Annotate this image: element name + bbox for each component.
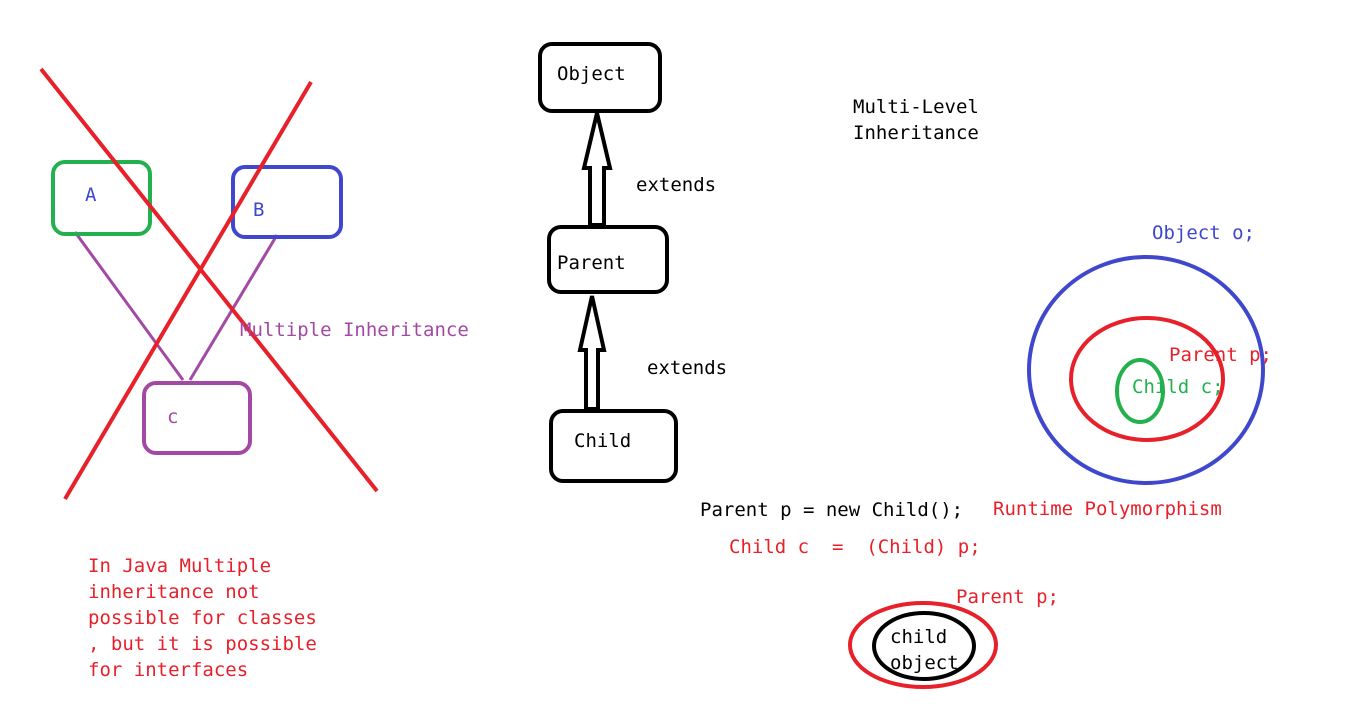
multiple-inheritance-diagram (39, 67, 379, 501)
child-object-label: child object (890, 624, 959, 676)
child-object-label-line: object (890, 652, 959, 674)
multiple-inheritance-title: Multiple Inheritance (240, 319, 469, 341)
cross-out-stroke-2 (63, 80, 313, 501)
note-line: possible for classes (88, 607, 317, 629)
parent-box-label: Parent (557, 252, 626, 274)
multiple-inheritance-note: In Java Multiple inheritance not possibl… (88, 553, 317, 683)
note-line: , but it is possible (88, 633, 317, 655)
class-b-label: B (253, 199, 265, 221)
class-box-a (51, 160, 152, 236)
extends-arrow-lower (577, 295, 607, 411)
object-reference-circle (1027, 255, 1265, 485)
cross-out-stroke-1 (39, 67, 379, 493)
class-box-c (142, 381, 252, 455)
object-reference-label: Object o; (1152, 222, 1255, 244)
child-box (549, 409, 678, 483)
connector-a-to-c (73, 231, 185, 381)
multi-level-title: Multi-Level Inheritance (853, 94, 979, 146)
parent-reference-circle (1069, 316, 1225, 442)
note-line: inheritance not (88, 581, 260, 603)
multi-level-title-line: Multi-Level (853, 96, 979, 118)
multi-level-diagram (538, 42, 678, 483)
class-a-label: A (85, 184, 97, 206)
polymorphism-assignment-code: Parent p = new Child(); (700, 499, 964, 521)
parent-box (547, 225, 669, 294)
parent-ref-outer-ellipse (848, 601, 998, 689)
note-line: for interfaces (88, 659, 249, 681)
multi-level-title-line: Inheritance (853, 122, 979, 144)
connector-b-to-c (188, 234, 279, 381)
extends-label-lower: extends (647, 357, 728, 379)
child-box-label: Child (574, 430, 632, 452)
parent-reference-label: Parent p; (1169, 344, 1272, 366)
object-box (538, 42, 662, 113)
downcast-code: Child c = (Child) p; (729, 536, 981, 558)
runtime-polymorphism-label: Runtime Polymorphism (993, 498, 1222, 520)
object-reference-diagram (848, 601, 998, 689)
note-line: In Java Multiple (88, 555, 272, 577)
parent-ref-label: Parent p; (956, 586, 1059, 608)
child-object-ellipse (872, 611, 976, 681)
child-object-label-line: child (890, 626, 948, 648)
child-reference-circle (1115, 358, 1165, 424)
extends-label-upper: extends (636, 174, 717, 196)
child-reference-label: Child c; (1132, 376, 1224, 398)
class-c-label: c (167, 406, 179, 428)
class-box-b (231, 165, 343, 239)
extends-arrow-upper (581, 112, 613, 227)
object-box-label: Object (557, 63, 626, 85)
reference-circles-diagram (1027, 255, 1265, 485)
